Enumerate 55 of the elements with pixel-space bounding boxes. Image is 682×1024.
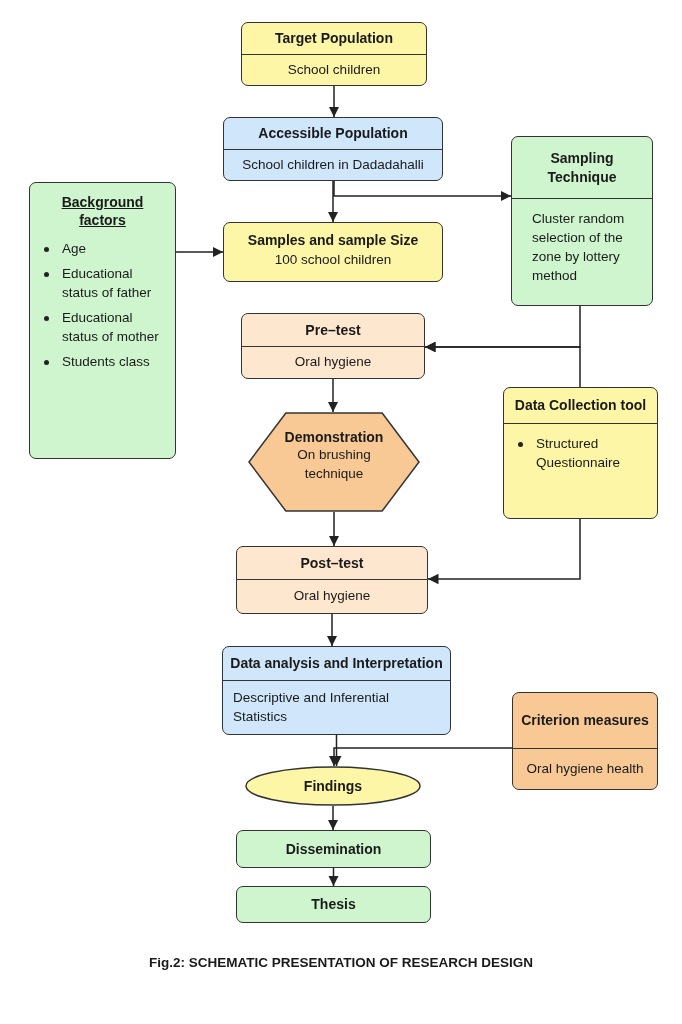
arrow — [175, 246, 224, 258]
bullet-item: Educational status of mother — [40, 309, 165, 347]
body-text: Oral hygiene — [293, 353, 373, 372]
list-box — [503, 387, 658, 519]
body-text: Descriptive and Inferential Statistics — [233, 688, 391, 726]
arrow — [327, 180, 339, 223]
process-box — [241, 313, 425, 379]
process-box — [223, 117, 443, 181]
process-box — [511, 136, 653, 306]
arrow — [424, 341, 581, 388]
process-box — [512, 692, 658, 790]
body-text: On brushing technique — [296, 446, 372, 484]
heading: Background factors — [60, 193, 145, 230]
body-text: 100 school children — [273, 251, 393, 270]
body-text: Cluster random selection of the zone by lottery method — [532, 210, 626, 285]
arrow — [326, 613, 338, 647]
heading: Pre–test — [242, 314, 424, 347]
bullet-item: Educational status of father — [40, 265, 165, 304]
heading: Samples and sample Size — [246, 231, 420, 250]
process-box — [236, 886, 431, 923]
body-text: Oral hygiene — [292, 587, 372, 606]
list-box — [29, 182, 176, 459]
arrow — [327, 805, 339, 831]
bullet-item: Age — [40, 240, 165, 260]
heading: Dissemination — [284, 839, 383, 859]
heading: Data analysis and Interpretation — [223, 647, 450, 681]
heading: Accessible Population — [224, 118, 442, 150]
arrow — [328, 867, 339, 887]
heading: Sampling Technique — [512, 137, 652, 199]
body-text: School children in Dadadahalli — [241, 155, 425, 174]
arrow — [333, 180, 512, 202]
ellipse-shape — [245, 766, 421, 806]
heading: Data Collection tool — [504, 388, 657, 424]
bullet-item: Students class — [40, 352, 165, 372]
process-box — [222, 646, 451, 735]
heading: Findings — [302, 776, 364, 796]
arrow — [328, 747, 513, 767]
bullet-item: Structured Questionnaire — [514, 435, 647, 473]
process-box — [223, 222, 443, 282]
body-text: Oral hygiene health — [525, 759, 645, 778]
hexagon-shape — [248, 412, 420, 512]
heading: Demonstration — [283, 428, 385, 447]
heading: Post–test — [237, 547, 427, 580]
heading: Target Population — [242, 23, 426, 55]
figure-caption: Fig.2: SCHEMATIC PRESENTATION OF RESEARCH DESIGN — [149, 955, 533, 970]
body-text: School children — [286, 60, 382, 79]
process-box — [236, 546, 428, 614]
process-box — [236, 830, 431, 868]
arrow — [328, 85, 340, 118]
heading: Criterion measures — [513, 693, 657, 749]
process-box — [241, 22, 427, 86]
arrow — [328, 511, 340, 547]
arrow — [327, 378, 339, 413]
heading: Thesis — [310, 895, 357, 915]
arrow — [427, 518, 581, 585]
